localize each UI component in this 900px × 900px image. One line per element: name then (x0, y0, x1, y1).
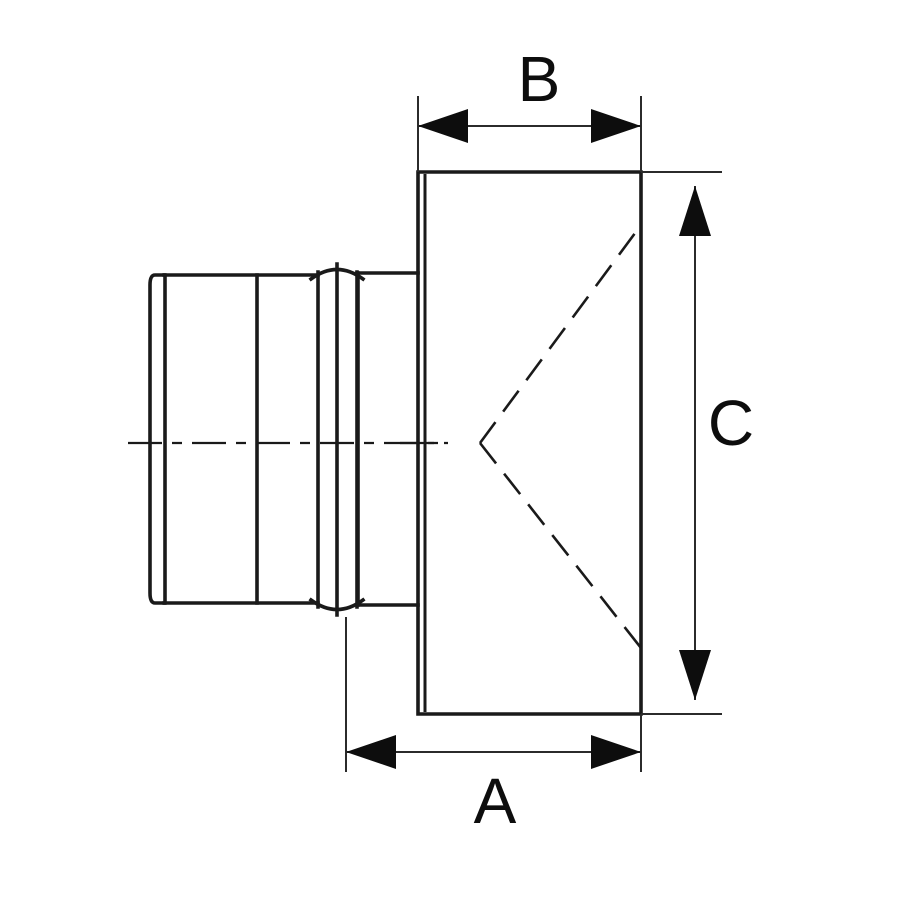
chevron-upper-arm-hidden-line (478, 224, 643, 444)
dimension-c-label: C (708, 387, 754, 459)
dimension-a-arrow-left (346, 735, 396, 769)
dimension-b-arrow-left (418, 109, 468, 143)
hex-body-chevron-hidden-lines (478, 224, 643, 649)
dimension-b-label: B (518, 43, 561, 115)
dimension-a-arrow-right (591, 735, 641, 769)
dimension-c-arrow-bottom (679, 650, 711, 700)
dimension-a-label: A (474, 765, 517, 837)
outer-barrel-end-face (148, 273, 166, 605)
dimension-c-arrow-top (679, 186, 711, 236)
hub-shoulder-section (355, 271, 420, 607)
dimension-c-group: C (641, 171, 754, 715)
dimension-a-group: A (345, 617, 642, 837)
dimension-b-arrow-right (591, 109, 641, 143)
outer-barrel-outline (162, 273, 320, 605)
dimension-b-group: B (417, 43, 642, 172)
hex-body-rectangle (416, 170, 643, 716)
hex-body-outline (416, 170, 643, 716)
shoulder-outline (355, 271, 420, 607)
hub-outer-barrel-section (148, 273, 320, 605)
hub-collar-section (308, 262, 366, 617)
part-geometry-group (128, 170, 643, 716)
chevron-lower-arm-hidden-line (478, 442, 643, 649)
